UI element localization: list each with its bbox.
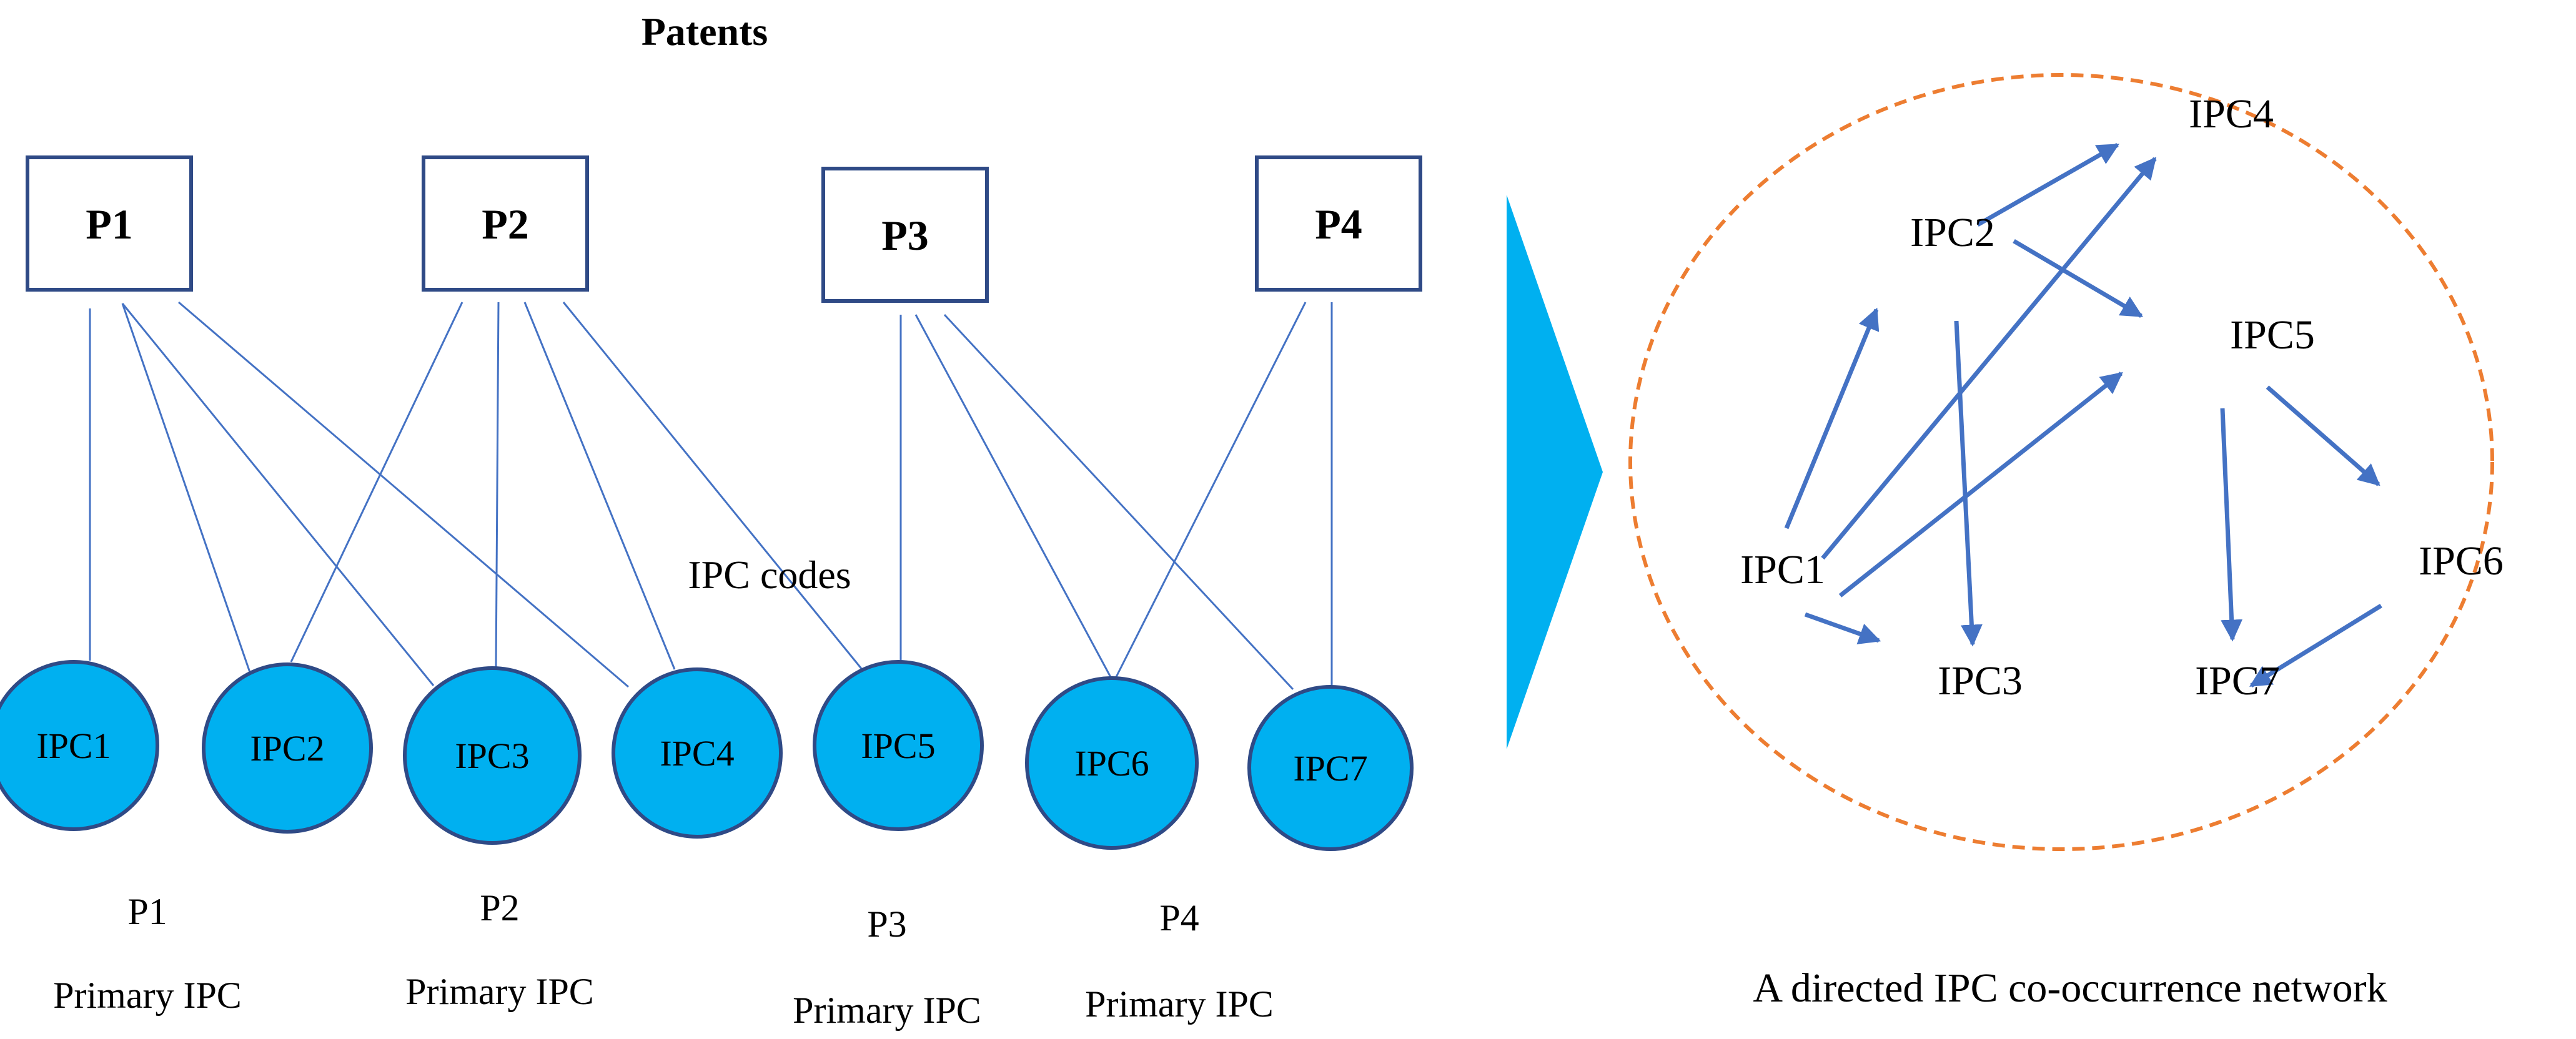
network-node-ipc7: IPC7 — [2195, 658, 2280, 704]
edge-ipc2-ipc5 — [2013, 239, 2144, 318]
patent-label-p4: P4 — [1315, 200, 1362, 248]
ipc-circle-label-ipc2: IPC2 — [250, 728, 324, 769]
network-caption: A directed IPC co-occurrence network — [1753, 965, 2387, 1011]
ipc-circle-shape — [403, 666, 582, 845]
edge-ipc5-ipc6 — [2266, 385, 2380, 486]
edge-ipc2-ipc3 — [1954, 320, 1983, 647]
primary-ipc-label-p1: Primary IPC — [53, 975, 242, 1016]
network-node-ipc5: IPC5 — [2230, 312, 2315, 358]
ipc-circle-ipc1: IPC1 — [0, 660, 159, 831]
ipc-circle-shape — [813, 660, 984, 831]
patent-label-p1: P1 — [86, 200, 133, 248]
edge-ipc5-ipc7 — [2220, 408, 2243, 642]
link-p3-ipc7 — [943, 313, 1294, 691]
edge-ipc1-ipc4 — [1821, 157, 2157, 560]
network-edges — [1784, 142, 2382, 687]
patent-box-p2: P2 — [422, 155, 589, 292]
ipc-circle-label-ipc5: IPC5 — [861, 726, 935, 766]
patent-box-frame — [422, 155, 589, 292]
patent-box-p4: P4 — [1255, 155, 1422, 292]
ipc-circle-ipc7: IPC7 — [1247, 685, 1414, 851]
patent-boxes: P1 P2 P3 P4 — [26, 155, 1422, 303]
link-p3-ipc6 — [914, 314, 1113, 680]
ipc-circle-label-ipc7: IPC7 — [1293, 748, 1367, 789]
ipc-circle-ipc4: IPC4 — [612, 667, 783, 839]
network-node-ipc1: IPC1 — [1740, 547, 1825, 593]
primary-patent-p2: P2 — [480, 887, 519, 928]
primary-patent-p1: P1 — [127, 891, 167, 932]
ipc-circle-label-ipc3: IPC3 — [455, 736, 529, 776]
primary-patent-p4: P4 — [1159, 897, 1199, 938]
ipc-circle-label-ipc4: IPC4 — [660, 733, 734, 774]
patent-box-frame — [821, 167, 989, 303]
ipc-circle-shape — [0, 660, 159, 831]
ipc-circle-label-ipc1: IPC1 — [36, 726, 111, 766]
patent-label-p2: P2 — [482, 200, 529, 248]
pointer-triangle — [1507, 195, 1603, 749]
link-p2-ipc3 — [495, 302, 500, 669]
network-node-ipc4: IPC4 — [2189, 91, 2274, 137]
ipc-circle-shape — [1247, 685, 1414, 851]
primary-patent-p3: P3 — [867, 904, 906, 945]
diagram-title: Patents — [642, 9, 768, 54]
link-p4-ipc6 — [1114, 302, 1307, 679]
ipc-circles: IPC1 IPC2 IPC3 IPC4 IPC5 IPC6 IPC7 — [0, 660, 1414, 851]
link-p1-ipc3 — [121, 303, 435, 686]
ipc-circle-ipc6: IPC6 — [1025, 676, 1199, 850]
network-node-ipc6: IPC6 — [2419, 538, 2504, 584]
network-ellipse — [1628, 73, 2494, 851]
link-p2-ipc5 — [562, 302, 863, 670]
ipc-circle-shape — [612, 667, 783, 839]
ipc-circle-shape — [202, 662, 373, 834]
ipc-circle-ipc5: IPC5 — [813, 660, 984, 831]
link-p2-ipc2 — [290, 302, 463, 662]
edge-ipc2-ipc4 — [1976, 142, 2120, 227]
ipc-circle-shape — [1025, 676, 1199, 850]
patent-ipc-links — [89, 301, 1333, 691]
edge-ipc1-ipc5 — [1838, 372, 2123, 598]
patent-box-frame — [1255, 155, 1422, 292]
network-node-ipc2: IPC2 — [1910, 210, 1995, 255]
link-p1-ipc4 — [178, 301, 629, 688]
edge-ipc6-ipc7 — [2249, 604, 2382, 687]
ipc-circle-ipc2: IPC2 — [202, 662, 373, 834]
patent-box-frame — [26, 155, 193, 292]
patent-label-p3: P3 — [881, 212, 929, 259]
ipc-circle-label-ipc6: IPC6 — [1074, 743, 1149, 784]
ipc-circle-ipc3: IPC3 — [403, 666, 582, 845]
primary-ipc-label-p4: Primary IPC — [1085, 983, 1274, 1025]
edge-ipc1-ipc3 — [1804, 612, 1881, 644]
patent-box-p1: P1 — [26, 155, 193, 292]
primary-ipc-label-p2: Primary IPC — [405, 971, 594, 1012]
ipc-codes-label: IPC codes — [688, 553, 851, 597]
primary-ipc-label-p3: Primary IPC — [793, 990, 981, 1031]
link-p1-ipc2 — [121, 303, 255, 684]
patent-box-p3: P3 — [821, 167, 989, 303]
network-node-ipc3: IPC3 — [1938, 658, 2023, 704]
link-p2-ipc4 — [523, 302, 676, 670]
edge-ipc1-ipc2 — [1784, 307, 1880, 529]
